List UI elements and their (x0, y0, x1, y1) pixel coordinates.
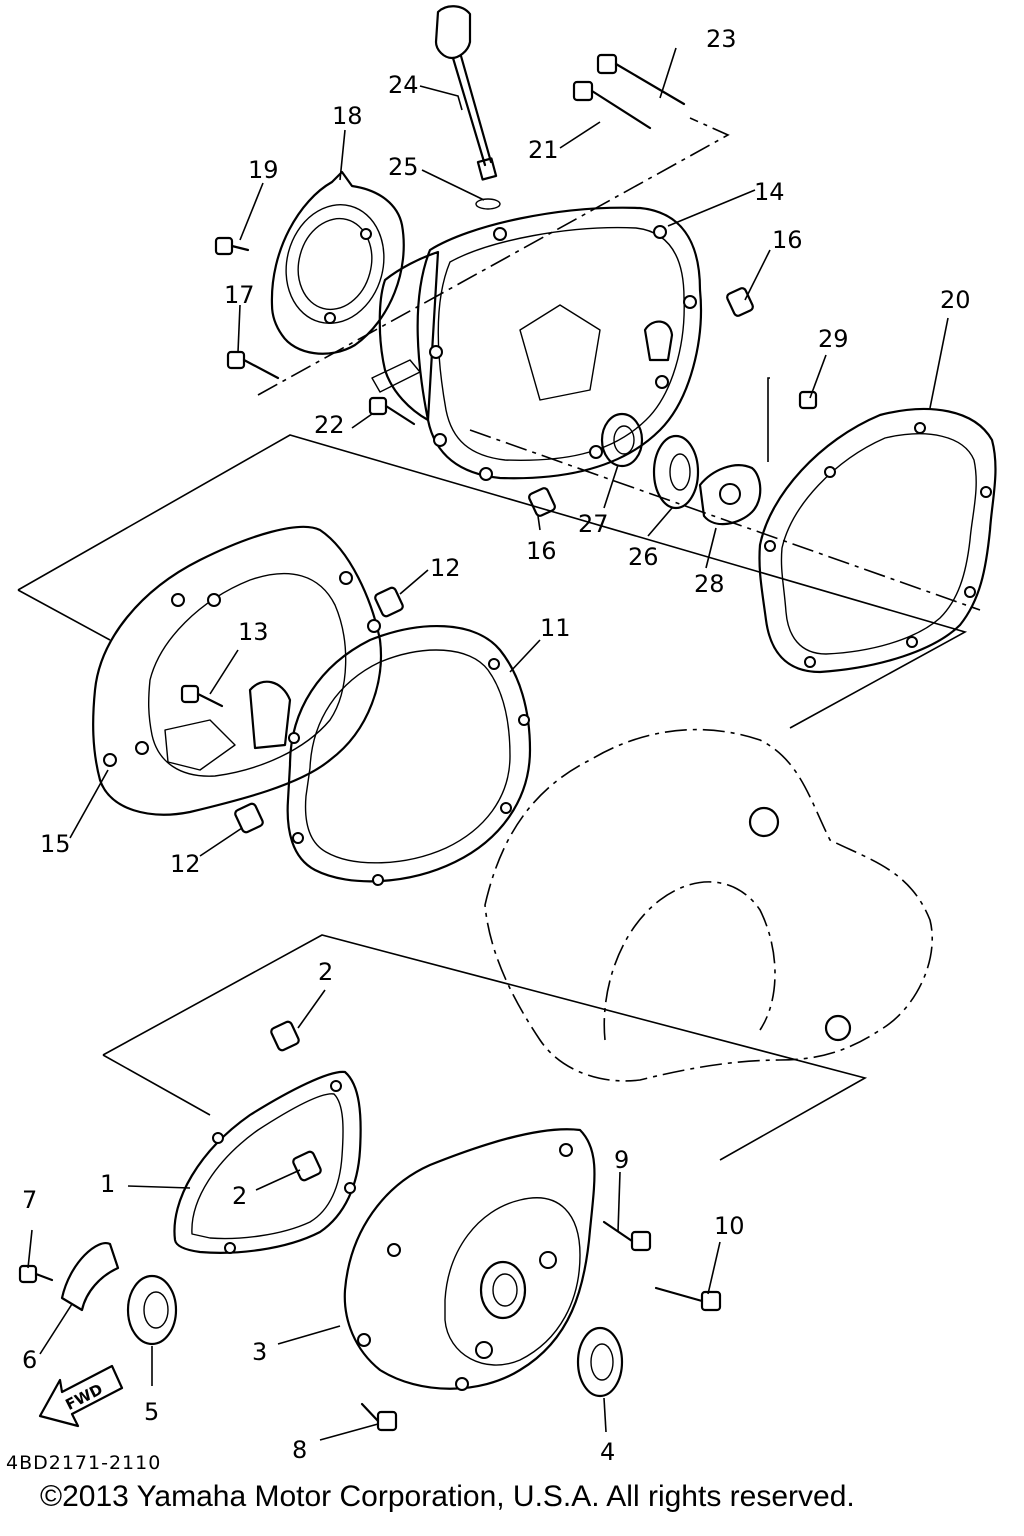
callout-3: 3 (252, 1338, 267, 1366)
gasket-small (173, 1020, 362, 1254)
callout-24: 24 (388, 71, 419, 99)
bottom-left-parts (18, 1241, 178, 1346)
callout-28: 28 (694, 570, 725, 598)
callout-20: 20 (940, 286, 971, 314)
callout-13: 13 (238, 618, 269, 646)
callout-12-top: 12 (430, 554, 461, 582)
fwd-arrow: FWD (38, 1364, 124, 1428)
callout-22: 22 (314, 411, 345, 439)
callout-18: 18 (332, 102, 363, 130)
crankcase-cover-left (92, 525, 404, 834)
callout-29: 29 (818, 325, 849, 353)
callout-10: 10 (714, 1212, 745, 1240)
callout-5: 5 (144, 1398, 159, 1426)
diagram-code: 4BD2171-2110 (6, 1452, 162, 1474)
oil-dipstick (434, 5, 501, 210)
cover-plate (270, 170, 405, 355)
callout-9: 9 (614, 1146, 629, 1174)
dipstick-o-ring (475, 198, 501, 210)
callout-25: 25 (388, 153, 419, 181)
callout-16-top: 16 (772, 226, 803, 254)
crankcase-cover-bottom (343, 1128, 722, 1432)
crankcase-cover-right (371, 206, 703, 481)
callout-7: 7 (22, 1186, 37, 1214)
gasket-middle (286, 624, 532, 886)
callout-16-bottom: 16 (526, 537, 557, 565)
gasket-large (758, 407, 997, 674)
callout-2-top: 2 (318, 958, 333, 986)
callout-1: 1 (100, 1170, 115, 1198)
callout-23: 23 (706, 25, 737, 53)
callout-27: 27 (578, 510, 609, 538)
callout-2-bottom: 2 (232, 1182, 247, 1210)
callout-11: 11 (540, 614, 571, 642)
crankcase-reference (484, 728, 933, 1082)
callout-14: 14 (754, 178, 785, 206)
callout-19: 19 (248, 156, 279, 184)
callout-26: 26 (628, 543, 659, 571)
callout-8: 8 (292, 1436, 307, 1464)
callout-6: 6 (22, 1346, 37, 1374)
callout-21: 21 (528, 136, 559, 164)
copyright-notice: ©2013 Yamaha Motor Corporation, U.S.A. A… (40, 1480, 855, 1513)
oil-seal (126, 1274, 178, 1346)
callout-17: 17 (224, 281, 255, 309)
callout-15: 15 (40, 830, 71, 858)
assembly-plane-outlines (17, 117, 981, 1161)
callout-4: 4 (600, 1438, 615, 1466)
callout-numbers: 23 21 24 25 14 18 19 17 22 16 29 20 27 2… (22, 25, 971, 1466)
callout-12-bottom: 12 (170, 850, 201, 878)
retainer-plate (60, 1241, 120, 1312)
leader-lines (27, 47, 949, 1441)
bolts-top (214, 53, 818, 526)
